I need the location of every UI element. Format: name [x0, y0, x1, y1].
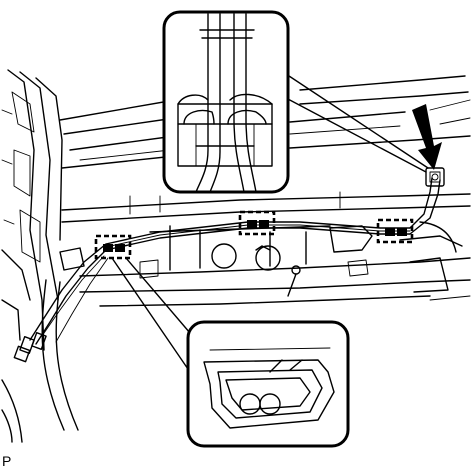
callout-leader-lines: [111, 73, 429, 373]
left-connector-ends: [13, 332, 47, 363]
detail-callout-top: [162, 10, 290, 194]
vehicle-body-structure: [1, 69, 471, 443]
clamp-marker-center: [238, 210, 276, 236]
detail-callout-bottom: [186, 320, 350, 448]
figure-code-label: P: [2, 453, 12, 469]
upper-right-connector: [425, 167, 445, 187]
pointer-arrow-icon: [412, 104, 442, 170]
clamp-marker-left: [94, 234, 132, 260]
clamp-marker-right: [376, 218, 414, 244]
